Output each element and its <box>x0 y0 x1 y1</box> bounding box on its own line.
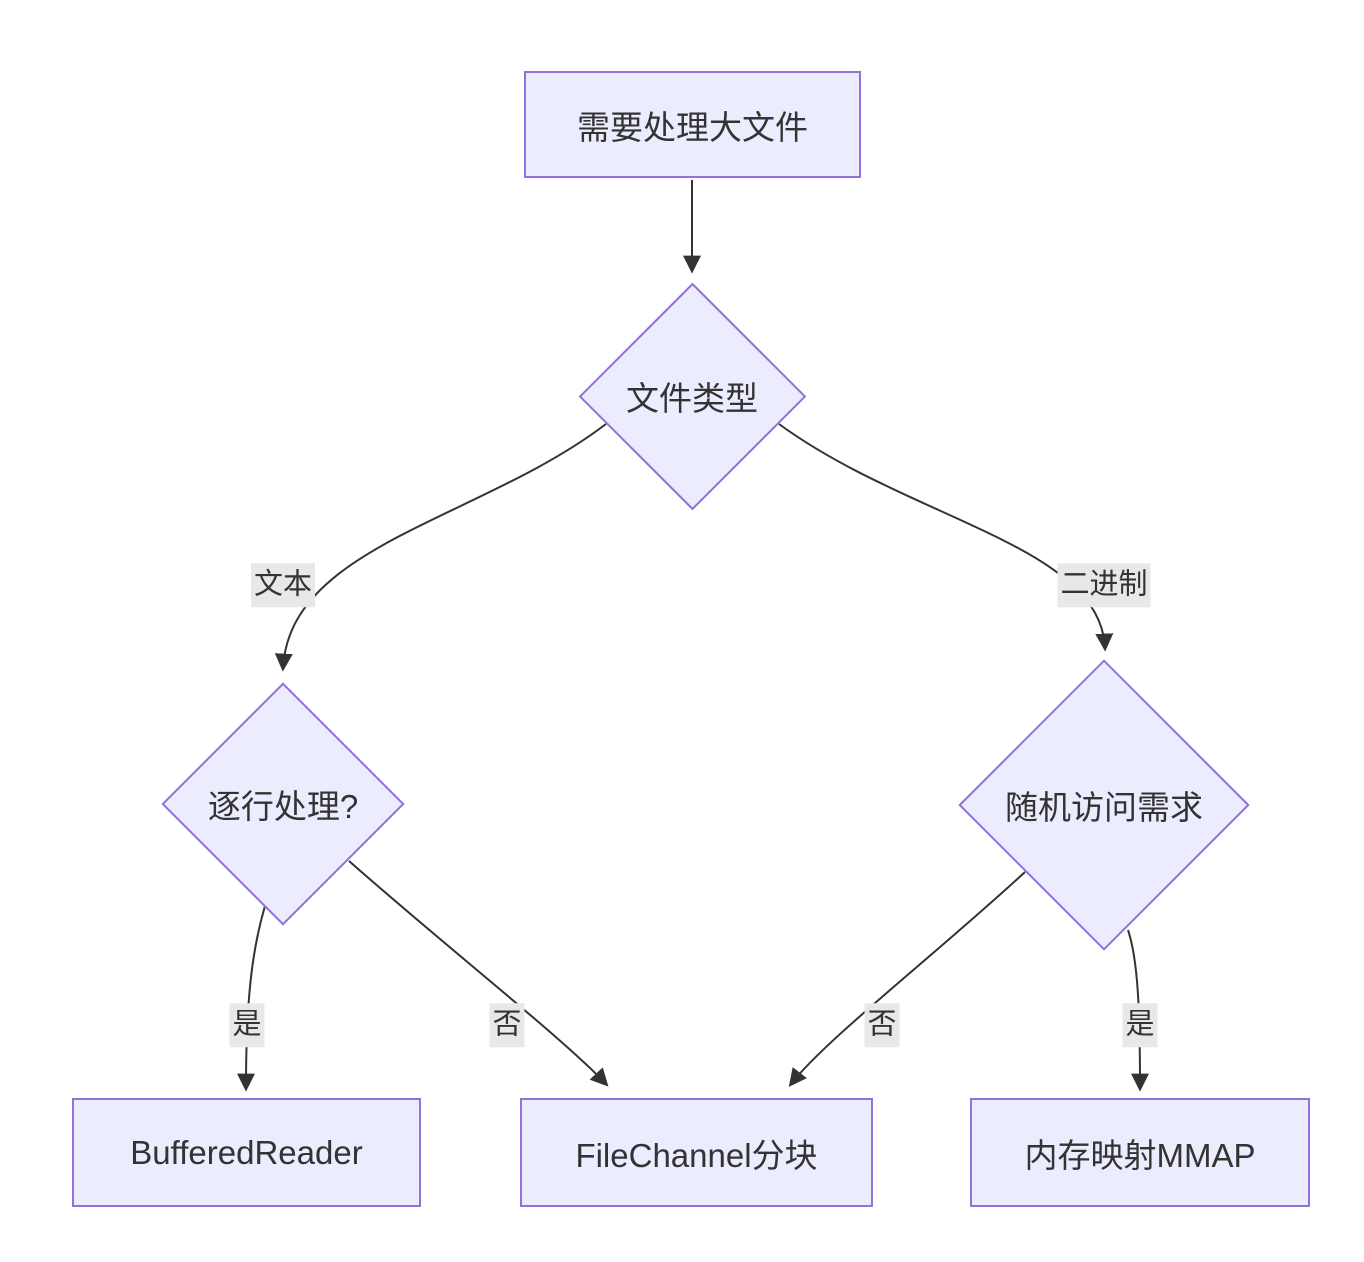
node-mmap: 内存映射MMAP <box>970 1098 1310 1207</box>
node-file-channel: FileChannel分块 <box>520 1098 873 1207</box>
edge-linebyline-to-bufferedreader <box>237 905 266 1092</box>
edge-label-yes-right: 是 <box>1122 1003 1158 1047</box>
node-file-channel-label: FileChannel分块 <box>575 1136 818 1174</box>
node-buffered-reader-label: BufferedReader <box>130 1133 363 1171</box>
edge-label-no-right: 否 <box>864 1003 900 1047</box>
node-file-type-label: 文件类型 <box>626 380 758 417</box>
edge-label-binary: 二进制 <box>1057 563 1151 607</box>
edge-label-text: 文本 <box>250 563 316 607</box>
node-file-type: 文件类型 <box>578 282 806 510</box>
node-start-label: 需要处理大文件 <box>577 108 808 146</box>
edge-label-yes-left: 是 <box>229 1003 265 1047</box>
edge-randomaccess-to-filechannel <box>788 871 1026 1087</box>
edge-label-no-left: 否 <box>489 1003 525 1047</box>
node-random-access-label: 随机访问需求 <box>1005 789 1203 826</box>
node-line-by-line: 逐行处理? <box>161 682 405 926</box>
edge-linebyline-to-filechannel <box>348 860 609 1087</box>
edge-filetype-to-linebyline <box>274 423 607 672</box>
node-random-access: 随机访问需求 <box>958 659 1250 951</box>
node-mmap-label: 内存映射MMAP <box>1024 1136 1256 1174</box>
edge-filetype-to-randomaccess <box>778 423 1114 652</box>
node-buffered-reader: BufferedReader <box>72 1098 421 1207</box>
node-line-by-line-label: 逐行处理? <box>207 788 359 825</box>
edge-randomaccess-to-mmap <box>1127 929 1149 1092</box>
node-start: 需要处理大文件 <box>524 71 861 178</box>
